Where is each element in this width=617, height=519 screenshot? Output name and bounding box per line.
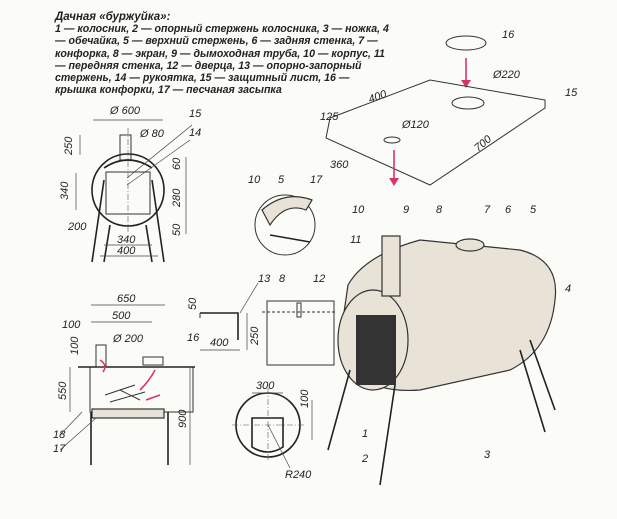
label-4: 4 xyxy=(565,283,571,295)
dim-door-h50: 50 xyxy=(187,297,199,310)
dim-sheet-w400: 400 xyxy=(367,88,389,106)
dim-cutout-w300: 300 xyxy=(256,380,275,392)
caption-title: Дачная «буржуйка»: xyxy=(55,11,171,23)
dim-front-h60: 60 xyxy=(171,157,183,170)
stove-isometric-view: 10 9 8 7 6 5 11 4 1 2 3 xyxy=(327,204,571,486)
label-10-detail: 10 xyxy=(248,174,261,186)
label-1: 1 xyxy=(362,428,368,440)
dim-front-w200: 200 xyxy=(67,221,87,233)
caption: Дачная «буржуйка»: 1 — колосник, 2 — опо… xyxy=(55,11,390,96)
dim-side-w500: 500 xyxy=(112,310,131,322)
label-15: 15 xyxy=(189,108,202,120)
label-16-lid: 16 xyxy=(502,29,515,41)
label-8: 8 xyxy=(436,204,443,216)
dim-front-h50: 50 xyxy=(171,223,183,236)
dim-front-d80: Ø 80 xyxy=(139,128,165,140)
side-view: 650 500 100 100 Ø 200 16 550 900 18 17 xyxy=(53,293,200,465)
label-5: 5 xyxy=(530,204,537,216)
dim-side-h900: 900 xyxy=(177,409,189,428)
label-12: 12 xyxy=(313,273,325,285)
dim-cutout-h100: 100 xyxy=(299,389,311,408)
label-17-side: 17 xyxy=(53,443,66,455)
label-17-detail: 17 xyxy=(310,174,323,186)
label-16-side: 16 xyxy=(187,332,200,344)
door-cutout-view: 300 100 R240 xyxy=(232,380,313,481)
label-8-detail: 8 xyxy=(279,273,286,285)
dim-front-h340: 340 xyxy=(59,181,71,200)
dim-side-w100: 100 xyxy=(62,319,81,331)
caption-legend: 1 — колосник, 2 — опорный стержень колос… xyxy=(55,23,389,97)
label-9: 9 xyxy=(403,204,409,216)
dim-d220: Ø220 xyxy=(492,69,521,81)
dim-sheet-w360: 360 xyxy=(330,159,349,171)
dim-sheet-w125: 125 xyxy=(320,111,339,123)
dim-side-h550: 550 xyxy=(57,381,69,400)
label-7: 7 xyxy=(484,204,491,216)
dim-d120: Ø120 xyxy=(401,119,430,131)
dim-front-h250: 250 xyxy=(63,136,75,156)
label-11: 11 xyxy=(350,234,361,246)
dim-door-w400: 400 xyxy=(210,337,229,349)
dim-sheet-l700: 700 xyxy=(472,133,494,155)
label-18: 18 xyxy=(53,429,66,441)
front-view: Ø 600 Ø 80 15 14 250 60 340 280 200 50 3… xyxy=(59,105,202,263)
label-2: 2 xyxy=(361,453,368,465)
label-10: 10 xyxy=(352,204,365,216)
door-view: 13 12 50 250 400 xyxy=(187,273,335,366)
label-6: 6 xyxy=(505,204,512,216)
protective-sheet-view: 16 Ø220 400 125 Ø120 15 360 700 xyxy=(320,29,578,186)
label-13: 13 xyxy=(258,273,271,285)
dim-side-w650: 650 xyxy=(117,293,136,305)
dim-cutout-r240: R240 xyxy=(285,469,312,481)
label-15-sheet: 15 xyxy=(565,87,578,99)
dim-front-w400: 400 xyxy=(117,245,136,257)
dim-side-d200: Ø 200 xyxy=(112,333,144,345)
dim-front-d600: Ø 600 xyxy=(109,105,141,117)
dim-front-w340: 340 xyxy=(117,234,136,246)
dim-side-h100: 100 xyxy=(69,336,81,355)
label-14: 14 xyxy=(189,127,201,139)
dim-front-h280: 280 xyxy=(171,188,183,208)
dim-door-h250: 250 xyxy=(249,326,261,346)
label-3: 3 xyxy=(484,449,491,461)
label-5-detail: 5 xyxy=(278,174,285,186)
detail-view: 10 5 17 8 xyxy=(248,174,323,285)
